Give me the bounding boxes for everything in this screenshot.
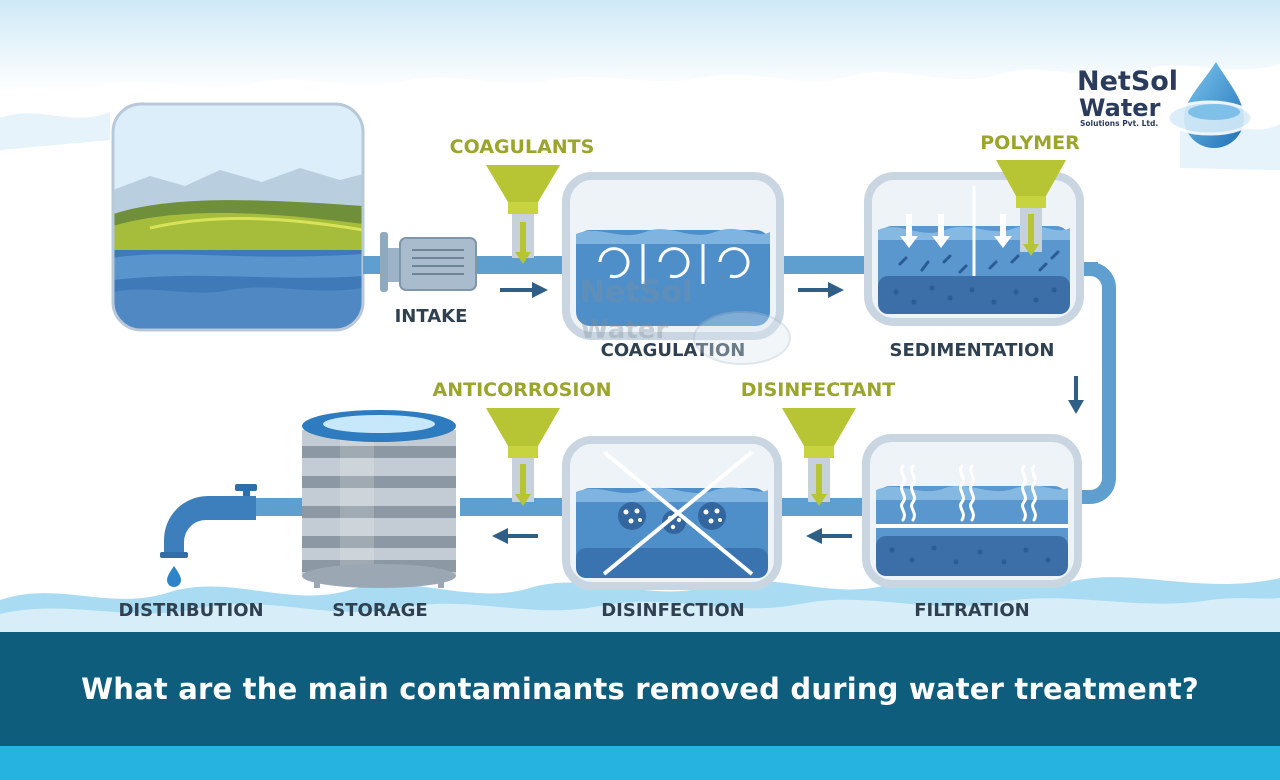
label-intake: INTAKE (395, 306, 468, 327)
label-storage: STORAGE (332, 600, 427, 621)
sky-cloud-band (0, 0, 1280, 92)
caption-title: What are the main contaminants removed d… (81, 672, 1199, 706)
disinfection-tank (562, 436, 782, 590)
hopper-coagulants (486, 165, 560, 264)
label-disinfectant: DISINFECTANT (741, 379, 895, 401)
hopper-anticorrosion (486, 408, 560, 506)
logo-line3: Solutions Pvt. Ltd. (1080, 119, 1158, 128)
hopper-disinfectant (782, 408, 856, 506)
label-coagulants: COAGULANTS (450, 136, 595, 158)
label-disinfection: DISINFECTION (601, 600, 745, 621)
storage-tank (302, 410, 456, 588)
label-sedimentation: SEDIMENTATION (890, 340, 1055, 361)
wave-front (0, 598, 1280, 640)
source-reservoir (111, 102, 365, 332)
arrow-right-icon (500, 282, 548, 298)
netsol-logo: NetSol Water Solutions Pvt. Ltd. (1077, 62, 1254, 148)
distribution-tap-icon (160, 484, 257, 587)
label-filtration: FILTRATION (914, 600, 1030, 621)
intake-pump (380, 232, 477, 292)
caption-bar: What are the main contaminants removed d… (0, 632, 1280, 746)
logo-line2: Water (1079, 94, 1161, 122)
flow-arrows (492, 282, 1084, 544)
cloud-left (0, 112, 110, 150)
arrow-left-icon (492, 528, 538, 544)
logo-line1: NetSol (1077, 66, 1178, 97)
label-coagulation: COAGULATION (601, 340, 746, 361)
coagulation-tank (562, 172, 784, 340)
svg-text:NetSol: NetSol (580, 275, 692, 310)
label-distribution: DISTRIBUTION (118, 600, 263, 621)
bottom-strip (0, 746, 1280, 780)
watermark-logo: NetSol Water (580, 275, 791, 365)
arrow-left-icon (806, 528, 852, 544)
hopper-polymer (996, 160, 1066, 256)
sedimentation-tank (864, 172, 1084, 326)
label-anticorrosion: ANTICORROSION (433, 379, 612, 401)
label-polymer: POLYMER (980, 132, 1080, 154)
arrow-right-icon (798, 282, 844, 298)
svg-text:Water: Water (580, 315, 668, 345)
arrow-down-icon (1068, 376, 1084, 414)
filtration-tank (862, 434, 1082, 588)
